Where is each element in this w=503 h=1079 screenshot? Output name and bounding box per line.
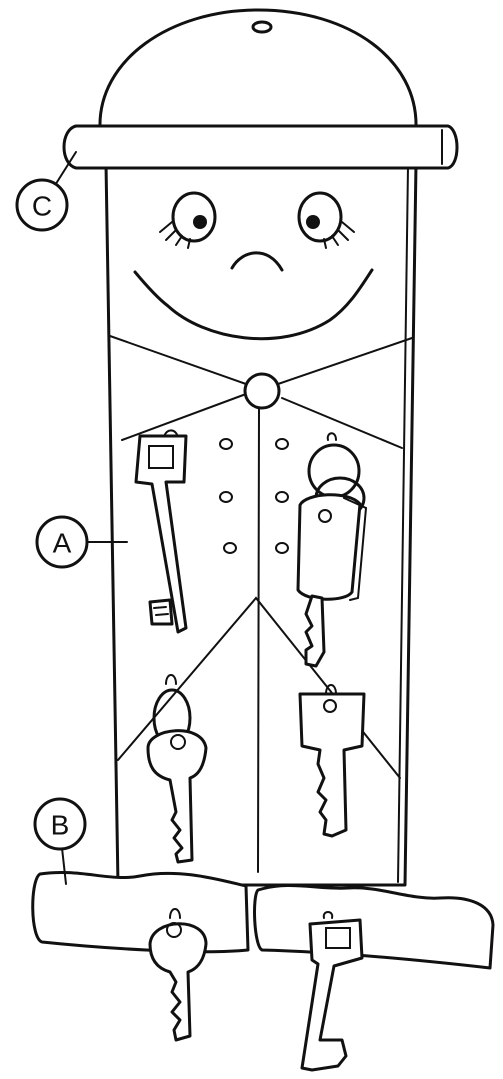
key-bottom-left — [148, 908, 208, 1042]
skeleton-key-upper — [134, 429, 188, 634]
nose — [230, 251, 284, 272]
key-middle-right — [298, 684, 366, 838]
key-middle-left — [146, 674, 208, 864]
hat-hole — [251, 20, 273, 34]
left-lashes — [159, 221, 191, 249]
shelf-left — [31, 870, 250, 954]
hat-brim — [62, 124, 459, 170]
face — [133, 191, 374, 341]
panel-edge-right — [397, 165, 409, 883]
left-pupil — [193, 215, 207, 229]
label-b-text: B — [51, 810, 70, 841]
car-key-upper — [296, 432, 368, 668]
left-eye — [171, 191, 217, 243]
shelf-right — [253, 884, 495, 970]
smile — [133, 268, 374, 341]
label-c: C — [15, 151, 77, 232]
label-a-text: A — [53, 528, 72, 559]
right-eye — [297, 191, 343, 243]
label-b: B — [33, 797, 87, 885]
label-c-text: C — [32, 191, 52, 222]
right-lashes — [323, 221, 355, 249]
label-a: A — [35, 515, 128, 569]
right-pupil — [306, 215, 320, 229]
hat-dome — [98, 8, 418, 130]
key-bottom-right — [300, 911, 364, 1072]
shirt-buttons — [219, 438, 289, 554]
collar-button — [243, 372, 281, 410]
